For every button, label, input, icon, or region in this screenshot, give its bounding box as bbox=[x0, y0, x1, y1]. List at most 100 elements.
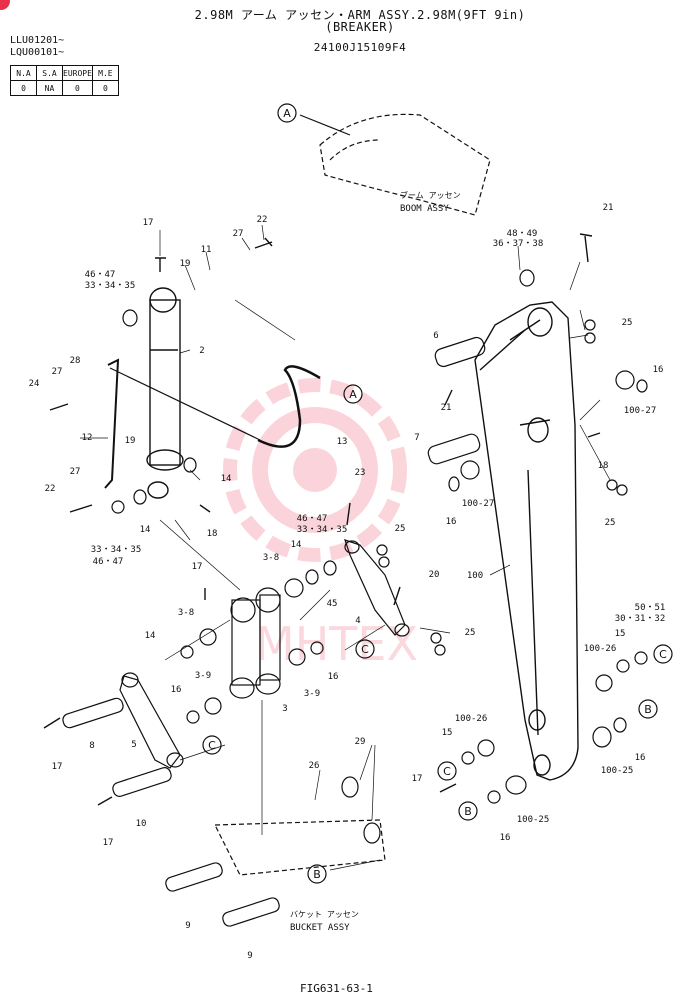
callout-17: 17 bbox=[143, 218, 154, 228]
country-value: 0 bbox=[91, 80, 119, 96]
bolts-and-fittings bbox=[43, 233, 601, 806]
callout-27: 27 bbox=[52, 367, 63, 377]
ref-a: A bbox=[349, 388, 357, 401]
callout-14: 14 bbox=[221, 474, 232, 484]
callout-25: 25 bbox=[395, 524, 406, 534]
callout-14: 14 bbox=[291, 540, 302, 550]
country-applicability-table: N.A S.A EUROPE M.E 0 NA 0 0 bbox=[10, 65, 119, 96]
callout-9: 9 bbox=[185, 921, 190, 931]
ref-b: B bbox=[313, 868, 321, 881]
ref-c: C bbox=[659, 648, 667, 661]
ref-c: C bbox=[208, 739, 216, 752]
callout-16: 16 bbox=[328, 672, 339, 682]
callout-17: 17 bbox=[192, 562, 203, 572]
arm-body bbox=[474, 301, 579, 781]
pin-8 bbox=[62, 697, 124, 729]
boom-assy-label-jp: ブーム アッセン bbox=[400, 190, 461, 200]
callout-3-9: 3-9 bbox=[304, 689, 320, 699]
callout-100: 100 bbox=[467, 571, 483, 581]
callout-30-31-32: 30・31・32 bbox=[615, 614, 666, 624]
callout-3: 3 bbox=[282, 704, 287, 714]
figure-id: FIG631-63-1 bbox=[300, 982, 373, 995]
callout-25: 25 bbox=[465, 628, 476, 638]
callout-19: 19 bbox=[180, 259, 191, 269]
callout-29: 29 bbox=[355, 737, 366, 747]
ref-a: A bbox=[283, 107, 291, 120]
callout-33-34-35: 33・34・35 bbox=[91, 545, 142, 555]
callout-3-8: 3-8 bbox=[178, 608, 194, 618]
callout-15: 15 bbox=[615, 629, 626, 639]
callout-12: 12 bbox=[82, 433, 93, 443]
callout-17: 17 bbox=[412, 774, 423, 784]
callout-28: 28 bbox=[70, 356, 81, 366]
callout-7: 7 bbox=[414, 433, 419, 443]
pin-6 bbox=[434, 336, 486, 368]
callout-16: 16 bbox=[500, 833, 511, 843]
callout-46-47: 46・47 bbox=[85, 270, 116, 280]
callout-100-27: 100-27 bbox=[462, 499, 495, 509]
callout-19: 19 bbox=[125, 436, 136, 446]
callout-6: 6 bbox=[433, 331, 438, 341]
callout-25: 25 bbox=[605, 518, 616, 528]
callout-100-25: 100-25 bbox=[601, 766, 634, 776]
hose-13 bbox=[257, 365, 321, 448]
callout-14: 14 bbox=[140, 525, 151, 535]
callout-16: 16 bbox=[171, 685, 182, 695]
callout-22: 22 bbox=[257, 215, 268, 225]
leader-line bbox=[299, 114, 351, 136]
callout-20: 20 bbox=[429, 570, 440, 580]
watermark-text: MHTEX bbox=[255, 617, 418, 671]
callout-16: 16 bbox=[446, 517, 457, 527]
callout-26: 26 bbox=[309, 761, 320, 771]
ref-b: B bbox=[644, 703, 652, 716]
callout-5: 5 bbox=[131, 740, 136, 750]
callout-48-49: 48・49 bbox=[507, 229, 538, 239]
serial-range-1: LLU01201~ bbox=[10, 35, 65, 46]
callout-9: 9 bbox=[247, 951, 252, 961]
callout-24: 24 bbox=[29, 379, 40, 389]
callout-3-9: 3-9 bbox=[195, 671, 211, 681]
callout-3-8: 3-8 bbox=[263, 553, 279, 563]
leader-line bbox=[109, 367, 261, 441]
callout-13: 13 bbox=[337, 437, 348, 447]
callout-36-37-38: 36・37・38 bbox=[493, 239, 544, 249]
ref-c: C bbox=[443, 765, 451, 778]
breaker-cylinder bbox=[146, 287, 184, 499]
pin-9-lower bbox=[222, 897, 280, 927]
diagram-title: 2.98M アーム アッセン・ARM ASSY.2.98M(9FT 9in) bbox=[194, 8, 526, 22]
bucket-assy-label: BUCKET ASSY bbox=[290, 923, 350, 933]
ref-c: C bbox=[361, 643, 369, 656]
reference-circles bbox=[202, 103, 673, 884]
callout-46-47: 46・47 bbox=[297, 514, 328, 524]
callout-100-26: 100-26 bbox=[455, 714, 488, 724]
bucket-assy-label-jp: バケット アッセン bbox=[290, 910, 359, 919]
washers bbox=[111, 269, 648, 844]
callout-33-34-35: 33・34・35 bbox=[85, 281, 136, 291]
country-value: NA bbox=[36, 80, 63, 96]
callout-17: 17 bbox=[103, 838, 114, 848]
corner-marker bbox=[0, 0, 10, 10]
pin-10 bbox=[112, 767, 172, 797]
boom-assy-label: BOOM ASSY bbox=[400, 204, 449, 214]
country-value: 0 bbox=[10, 80, 37, 96]
part-number: 24100J15109F4 bbox=[313, 41, 407, 54]
callout-27: 27 bbox=[70, 467, 81, 477]
callout-25: 25 bbox=[622, 318, 633, 328]
callout-100-26: 100-26 bbox=[584, 644, 617, 654]
callout-23: 23 bbox=[355, 468, 366, 478]
callout-45: 45 bbox=[327, 599, 338, 609]
callout-16: 16 bbox=[635, 753, 646, 763]
bucket-assy-outline bbox=[214, 819, 386, 876]
pin-7 bbox=[427, 433, 481, 465]
callout-11: 11 bbox=[201, 245, 212, 255]
boom-assy-outline bbox=[319, 113, 491, 216]
callout-16: 16 bbox=[653, 365, 664, 375]
callout-18: 18 bbox=[207, 529, 218, 539]
callout-8: 8 bbox=[89, 741, 94, 751]
tube-12 bbox=[104, 358, 120, 489]
callout-21: 21 bbox=[441, 403, 452, 413]
callout-21: 21 bbox=[603, 203, 614, 213]
callout-33-34-35: 33・34・35 bbox=[297, 525, 348, 535]
callout-2: 2 bbox=[199, 346, 204, 356]
